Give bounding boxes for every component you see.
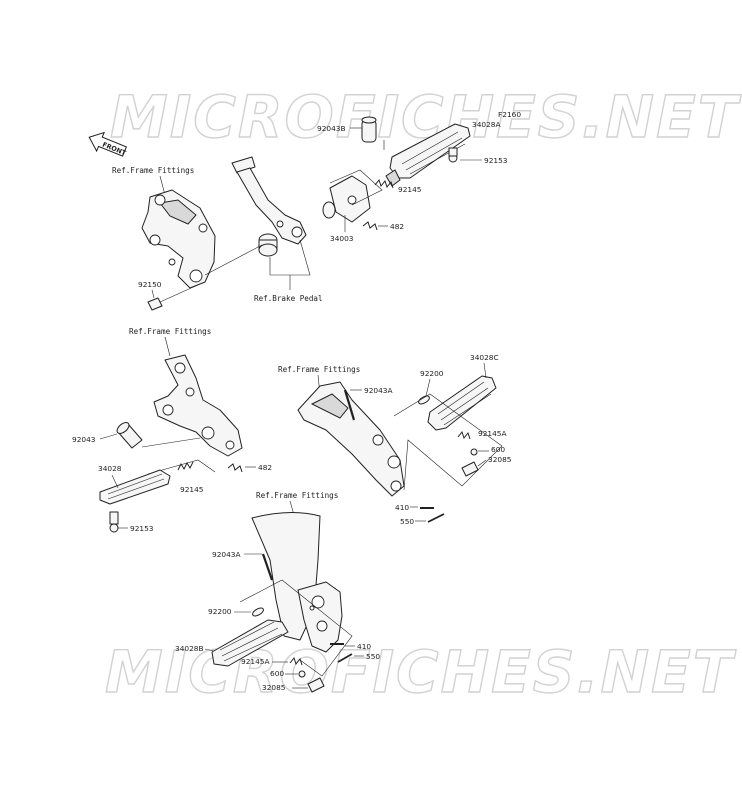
- spring-482-top: [362, 221, 378, 231]
- bolt-92150: [147, 283, 201, 311]
- ref-frame-fittings-4: Ref.Frame Fittings: [256, 491, 338, 500]
- leader-line: [393, 393, 503, 491]
- plate-32085-bottom: [307, 677, 325, 693]
- part-label-482-top: 482: [390, 222, 404, 231]
- part-label-32085-bottom: 32085: [262, 683, 286, 692]
- leader-line: [99, 433, 118, 440]
- cotter-550-bottom: [337, 653, 353, 663]
- cotter-550-right: [427, 513, 445, 523]
- brake-pedal: [231, 156, 307, 245]
- leader-line: [141, 437, 201, 448]
- part-label-92145-top: 92145: [398, 185, 422, 194]
- leader-line: [483, 362, 487, 379]
- leader-line: [204, 244, 263, 276]
- ref-frame-fittings-1: Ref.Frame Fittings: [112, 166, 194, 175]
- part-label-92145A-bottom: 92145A: [241, 657, 270, 666]
- ball-92153-top: [448, 147, 458, 163]
- part-label-550-right: 550: [400, 517, 414, 526]
- part-label-34028-left: 34028: [98, 464, 122, 473]
- part-label-92043A-bottom: 92043A: [212, 550, 241, 559]
- pin-92043A-right: [343, 389, 356, 421]
- ref-frame-fittings-2: Ref.Frame Fittings: [129, 327, 211, 336]
- pin-92043A-bottom: [261, 553, 274, 581]
- part-label-34028B: 34028B: [175, 644, 204, 653]
- footpeg-34028-left: [99, 469, 171, 505]
- washer-92200-right: [418, 395, 430, 405]
- part-label-92200-bottom: 92200: [208, 607, 232, 616]
- holder-34003: [322, 175, 371, 223]
- frame-section-bottom: [251, 511, 343, 653]
- part-label-92043B: 92043B: [317, 124, 346, 133]
- part-label-92043A-right: 92043A: [364, 386, 393, 395]
- part-label-410-bottom: 410: [357, 642, 371, 651]
- watermark-bottom: MICROFICHES.NET: [105, 638, 737, 706]
- part-label-34003: 34003: [330, 234, 354, 243]
- washer-92200-bottom: [252, 607, 264, 617]
- part-label-92145A-right: 92145A: [478, 429, 507, 438]
- leader-line: [164, 336, 171, 357]
- spring-92145A-right: [457, 430, 471, 440]
- part-label-410-right: 410: [395, 503, 409, 512]
- footpeg-34028C: [427, 375, 497, 431]
- front-arrow-icon: FRONT: [88, 131, 128, 158]
- watermark-top: MICROFICHES.NET: [110, 83, 742, 151]
- leader-line: [159, 175, 166, 196]
- ref-brake-pedal: Ref.Brake Pedal: [254, 294, 323, 303]
- footrest-bracket-left: [153, 354, 243, 457]
- part-label-32085-right: 32085: [488, 455, 512, 464]
- part-label-92153-top: 92153: [484, 156, 508, 165]
- ref-frame-fittings-3: Ref.Frame Fittings: [278, 365, 360, 374]
- leader-line: [239, 579, 353, 677]
- spring-482-left: [227, 463, 243, 473]
- frame-bracket-upper: [141, 189, 216, 289]
- part-label-34028A: 34028A: [472, 120, 501, 129]
- diagram-code: F2160: [498, 110, 521, 119]
- part-label-600-bottom: 600: [270, 669, 284, 678]
- pin-92043B: [361, 116, 377, 143]
- leader-line: [425, 378, 431, 397]
- part-label-92145-left: 92145: [180, 485, 204, 494]
- pivot-collar: [258, 233, 278, 257]
- ball-600-right: [470, 448, 478, 456]
- passenger-bracket-right: [297, 381, 405, 497]
- spring-92145A-bottom: [289, 656, 303, 666]
- leader-line: [204, 648, 215, 652]
- part-label-482-left: 482: [258, 463, 272, 472]
- part-label-550-bottom: 550: [366, 652, 380, 661]
- part-label-92043-left: 92043: [72, 435, 96, 444]
- ball-92153-left: [109, 511, 119, 533]
- ball-600-bottom: [298, 670, 306, 678]
- part-label-34028C: 34028C: [470, 353, 499, 362]
- leader-line: [477, 459, 487, 467]
- part-label-92200-right: 92200: [420, 369, 444, 378]
- leader-line: [147, 459, 216, 475]
- leader-line: [111, 474, 119, 489]
- leader-line: [151, 289, 155, 299]
- footpeg-34028B: [211, 619, 289, 667]
- pin-92043-left: [116, 422, 143, 449]
- leader-line: [329, 169, 383, 206]
- part-label-92150: 92150: [138, 280, 162, 289]
- plate-32085-right: [461, 461, 479, 477]
- spring-92145-top: [374, 178, 394, 189]
- part-label-92153-left: 92153: [130, 524, 154, 533]
